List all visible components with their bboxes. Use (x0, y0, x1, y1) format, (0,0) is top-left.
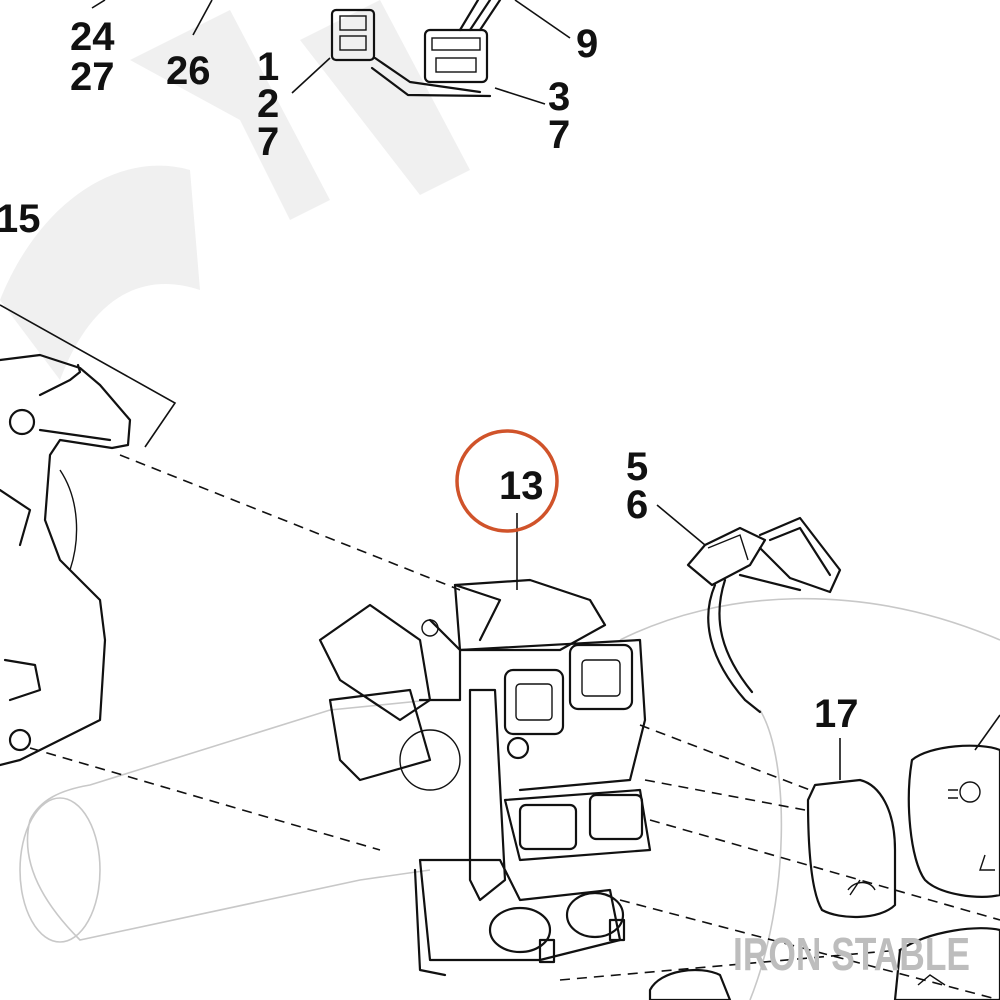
callout-17: 17 (814, 692, 859, 736)
switch-assembly-13 (318, 578, 652, 977)
callout-26: 26 (166, 49, 211, 93)
callout-13: 13 (499, 464, 544, 508)
assembly-lines (29, 454, 1000, 1000)
callout-7: 7 (257, 120, 279, 164)
callout-6: 6 (626, 483, 648, 527)
watermark: IRON STABLE (733, 928, 970, 980)
lower-switch-housing (0, 353, 132, 767)
connector-pair-top (330, 0, 502, 98)
callout-numbers: 24 27 26 1 2 7 9 3 7 15 13 5 6 17 (0, 15, 859, 736)
callout-3: 3 (548, 75, 570, 119)
callout-1: 1 (257, 45, 279, 89)
switch-caps (648, 744, 1000, 1000)
callout-5: 5 (626, 445, 648, 489)
callout-24: 24 (70, 15, 115, 59)
leader-lines (0, 0, 1000, 780)
harness-5-6 (686, 516, 842, 714)
callout-7b: 7 (548, 113, 570, 157)
background-watermark-shapes (0, 0, 470, 380)
highlight-circle-13 (455, 429, 559, 533)
handlebar-ghost (19, 597, 1000, 1000)
callout-9: 9 (576, 22, 598, 66)
callout-27: 27 (70, 55, 115, 99)
callout-2: 2 (257, 82, 279, 126)
callout-15: 15 (0, 197, 41, 241)
